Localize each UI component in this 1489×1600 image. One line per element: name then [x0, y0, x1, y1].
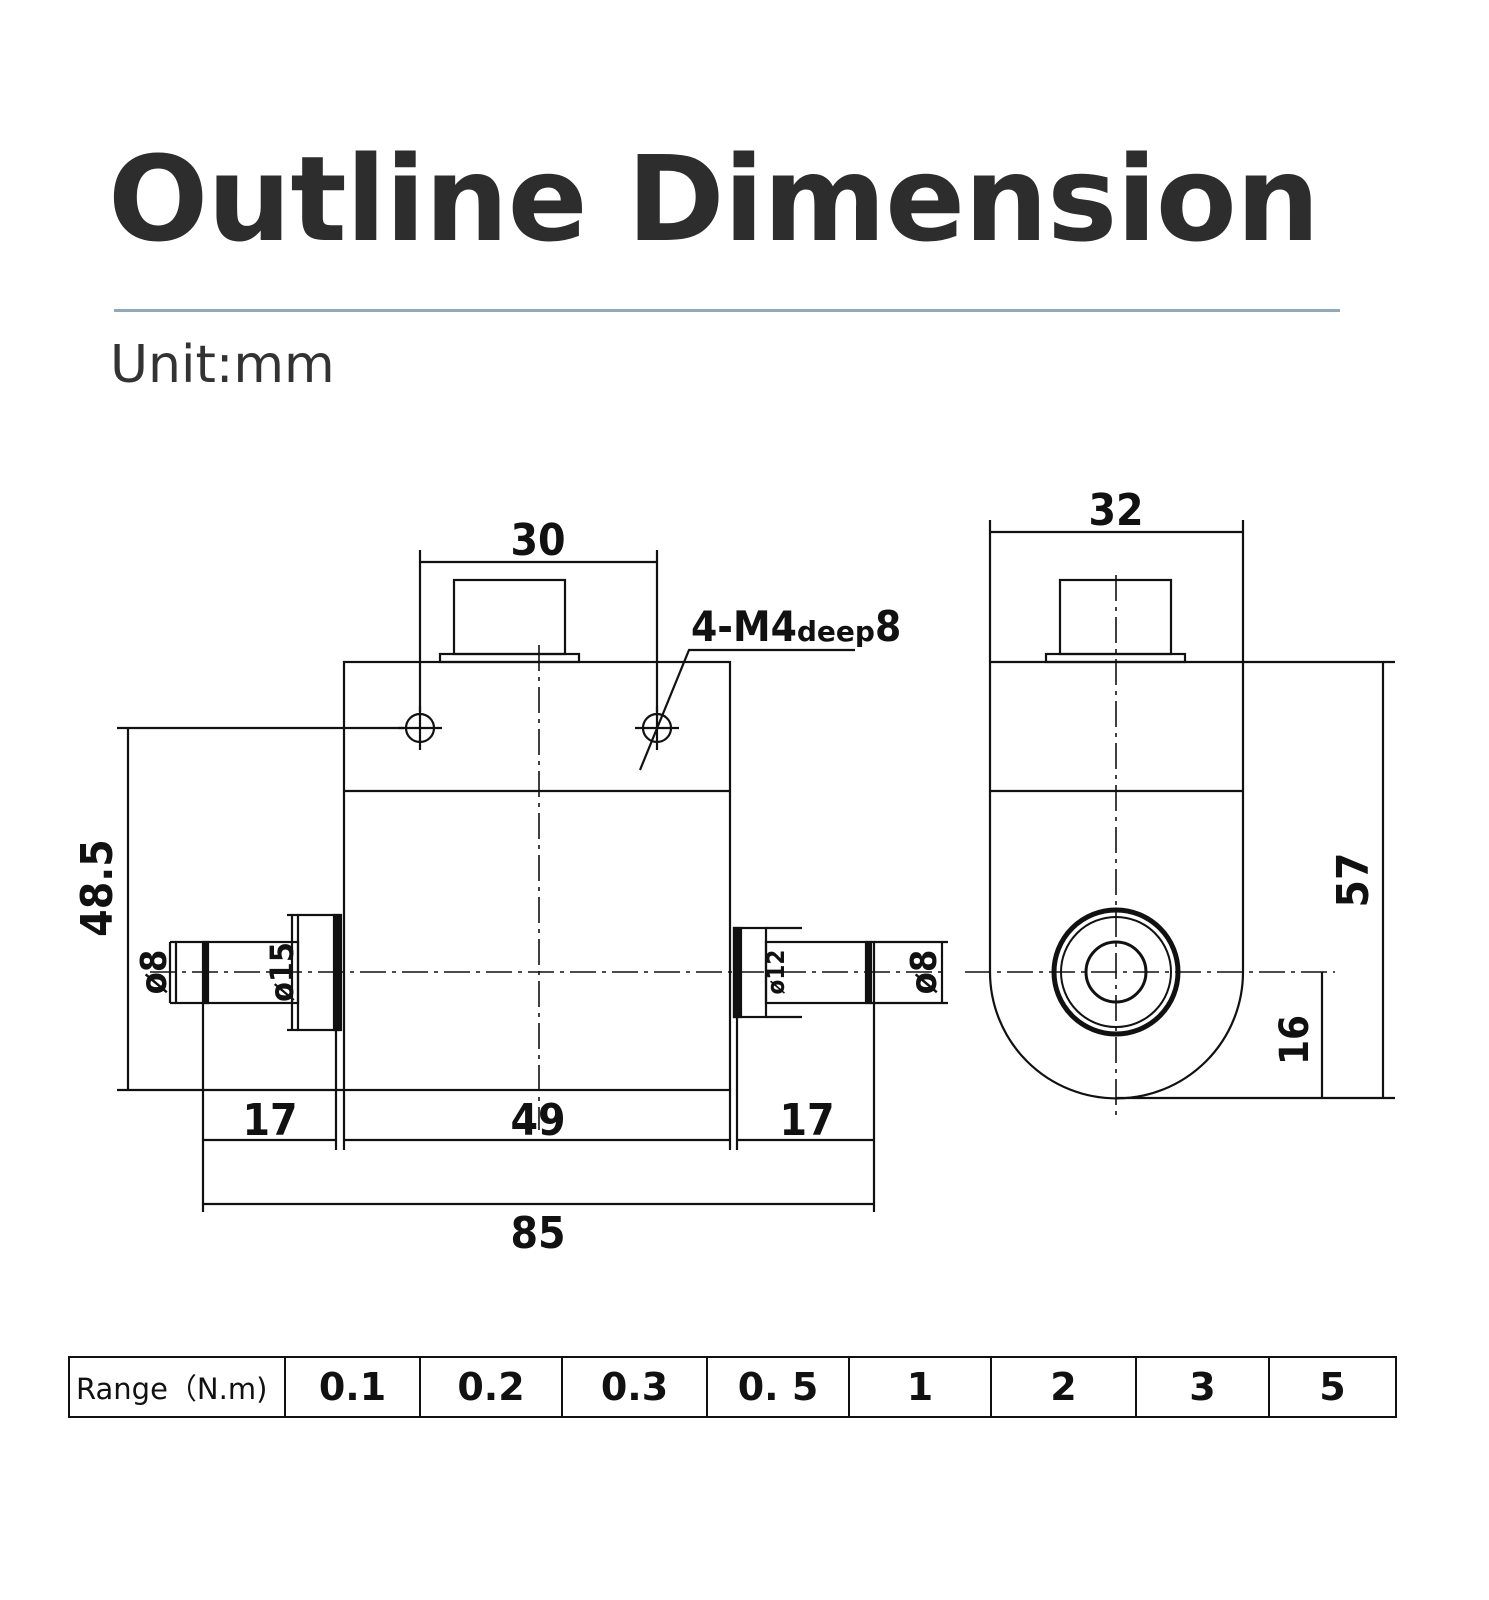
range-value: 1: [848, 1356, 992, 1418]
dim-right-17: 17: [779, 1095, 834, 1146]
front-view: [117, 550, 948, 1212]
dia-left-shaft: ø8: [134, 950, 175, 995]
right-flange-face: [732, 926, 743, 1019]
dia-left-flange: ø15: [263, 942, 301, 1002]
connector-base: [438, 652, 581, 664]
dia-right-shaft: ø8: [904, 950, 945, 995]
dim-side-height-57: 57: [1328, 852, 1379, 907]
range-value: 0.3: [561, 1356, 708, 1418]
dim-middle-49: 49: [510, 1095, 565, 1146]
technical-drawing: 30 4-M4deep8 48.5 ø8 ø15 ø12 ø8 17 49 17…: [72, 485, 1395, 1259]
dim-total-85: 85: [510, 1208, 565, 1259]
range-value: 0. 5: [706, 1356, 850, 1418]
unit-label: Unit:mm: [110, 335, 335, 395]
thread-leader: [638, 648, 855, 771]
left-shaft: [174, 940, 300, 1005]
dim-top-30: 30: [510, 515, 565, 566]
range-value: 0.1: [284, 1356, 421, 1418]
range-value: 3: [1135, 1356, 1270, 1418]
dim-side-width-32: 32: [1088, 485, 1143, 536]
right-shaft: [764, 940, 876, 1005]
side-view: [965, 520, 1395, 1120]
range-value: 0.2: [419, 1356, 563, 1418]
title-divider: [114, 309, 1340, 312]
thread-note: 4-M4deep8: [691, 602, 901, 651]
dim-height-48-5: 48.5: [72, 839, 123, 937]
shaft-outer-ring: [1051, 907, 1181, 1037]
range-table: Range（N.m) 0.1 0.2 0.3 0. 5 1 2 3 5: [68, 1356, 1397, 1418]
page-title: Outline Dimension: [108, 130, 1320, 268]
range-label: Range（N.m): [68, 1356, 286, 1418]
right-shaft-chamfer: [864, 940, 873, 1005]
dim-left-17: 17: [242, 1095, 297, 1146]
connector-top: [452, 578, 567, 656]
left-shaft-chamfer: [201, 940, 210, 1005]
range-value: 5: [1268, 1356, 1397, 1418]
shaft-inner-ring: [1060, 916, 1172, 1028]
dim-side-axis-16: 16: [1272, 1015, 1318, 1065]
body-outline: [342, 660, 732, 1092]
shaft-bore: [1084, 940, 1148, 1004]
range-value: 2: [990, 1356, 1137, 1418]
range-row: Range（N.m) 0.1 0.2 0.3 0. 5 1 2 3 5: [68, 1356, 1397, 1418]
dia-right-flange: ø12: [762, 950, 790, 995]
left-flange-face: [332, 913, 343, 1032]
